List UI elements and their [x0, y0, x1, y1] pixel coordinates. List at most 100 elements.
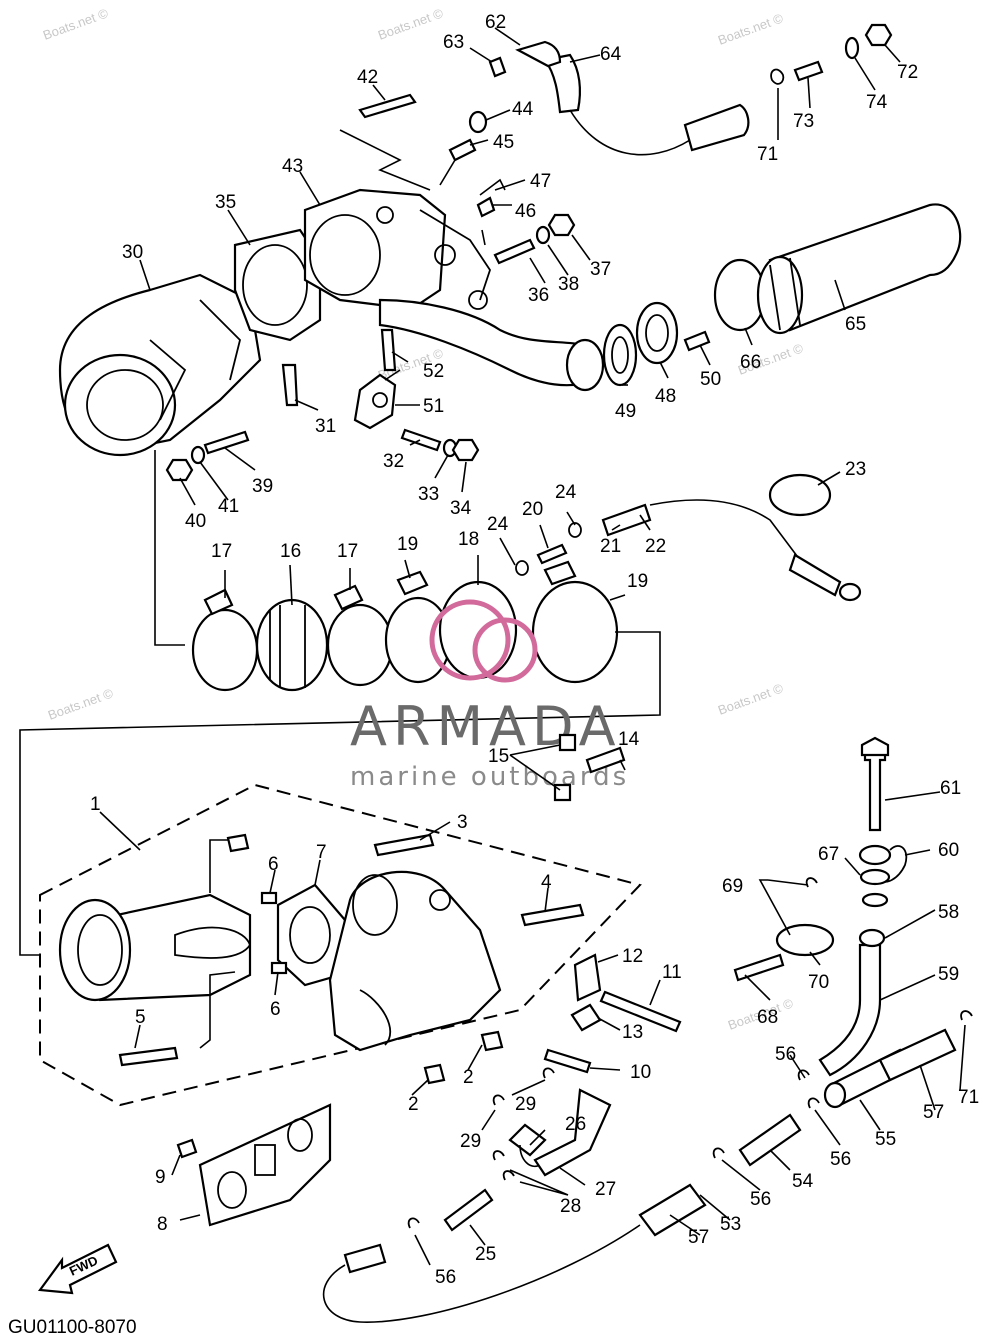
callout-24: 24 — [487, 514, 509, 535]
callout-24: 24 — [555, 482, 577, 503]
fitting-46 — [476, 196, 496, 218]
nut-40 — [165, 458, 194, 482]
fitting-25 — [443, 1188, 494, 1232]
callout-21: 21 — [600, 536, 621, 557]
callout-2: 2 — [408, 1094, 419, 1115]
watermark: Boats.net © — [716, 10, 786, 48]
callout-56: 56 — [830, 1149, 851, 1170]
hose-22-end — [788, 553, 842, 597]
exhaust-manifold-body — [328, 870, 502, 1052]
callout-19: 19 — [627, 571, 648, 592]
watermark: Boats.net © — [716, 680, 786, 718]
callout-5: 5 — [135, 1007, 146, 1028]
clip-29b — [542, 1067, 555, 1079]
leader-lines — [99, 27, 966, 1266]
callout-50: 50 — [700, 369, 721, 390]
callout-74: 74 — [866, 92, 888, 113]
callout-35: 35 — [215, 192, 236, 213]
pipe-59 — [818, 943, 882, 1077]
callout-20: 20 — [522, 499, 543, 520]
stud-36 — [493, 238, 536, 265]
callout-6: 6 — [270, 999, 281, 1020]
bolt-31 — [281, 363, 299, 407]
callout-41: 41 — [218, 496, 239, 517]
diagram-code: GU01100-8070 — [8, 1317, 137, 1338]
callout-16: 16 — [280, 541, 301, 562]
muffler-inlet-30 — [63, 353, 177, 457]
clamp-17b — [326, 603, 394, 687]
washer-41 — [190, 445, 206, 465]
dowel-6b — [270, 961, 288, 975]
bolt-11 — [599, 990, 682, 1033]
clip-56b — [712, 1147, 725, 1159]
fitting-58 — [858, 928, 886, 948]
bolt-4 — [520, 903, 585, 927]
fwd-arrow — [37, 1243, 118, 1295]
joint-60 — [858, 844, 892, 866]
callout-37: 37 — [590, 259, 611, 280]
clamp-70 — [775, 923, 835, 957]
bracket-12 — [573, 953, 602, 1002]
plate-48 — [635, 301, 679, 365]
hose-16 — [255, 598, 329, 692]
callout-54: 54 — [792, 1171, 814, 1192]
callout-11: 11 — [662, 962, 682, 983]
callout-57: 57 — [923, 1102, 944, 1123]
plug-44 — [468, 110, 488, 134]
hose-64 — [543, 53, 581, 114]
dowel-6 — [260, 891, 278, 905]
hose-pipe-64 — [683, 103, 750, 152]
watermark: Boats.net © — [376, 5, 446, 43]
callout-17: 17 — [337, 541, 358, 562]
fitting-20 — [536, 543, 568, 565]
hose-27 — [533, 1088, 612, 1177]
washer-38 — [535, 225, 551, 245]
plug-2 — [423, 1063, 446, 1085]
callout-51: 51 — [423, 396, 444, 417]
callout-60: 60 — [938, 840, 959, 861]
callout-56: 56 — [775, 1044, 796, 1065]
clip-56 — [407, 1217, 420, 1229]
clamp-17 — [191, 608, 259, 692]
nut-72 — [864, 23, 893, 47]
callout-53: 53 — [720, 1214, 741, 1235]
callout-33: 33 — [418, 484, 439, 505]
callout-69: 69 — [722, 876, 743, 897]
callout-39: 39 — [252, 476, 273, 497]
bolt-52 — [380, 328, 397, 372]
gasket-49 — [602, 323, 638, 387]
callout-15: 15 — [488, 746, 509, 767]
clip-24 — [568, 522, 582, 538]
callout-3: 3 — [457, 812, 468, 833]
callout-12: 12 — [622, 946, 643, 967]
elbow-62 — [515, 40, 562, 68]
callout-56: 56 — [750, 1189, 771, 1210]
callout-29: 29 — [515, 1094, 536, 1115]
callout-18: 18 — [458, 529, 479, 550]
clip-24b — [515, 560, 529, 576]
callout-64: 64 — [600, 44, 622, 65]
callout-47: 47 — [530, 171, 551, 192]
callout-68: 68 — [757, 1007, 778, 1028]
bolt-42 — [358, 93, 417, 119]
callout-65: 65 — [845, 314, 866, 335]
callout-73: 73 — [793, 111, 814, 132]
fitting-61 — [863, 743, 887, 832]
callout-56: 56 — [435, 1267, 456, 1288]
callout-55: 55 — [875, 1129, 896, 1150]
hose-14 — [585, 746, 626, 774]
nut-37 — [547, 213, 576, 237]
exhaust-chamber-43 — [303, 188, 447, 312]
callout-25: 25 — [475, 1244, 496, 1265]
callout-29: 29 — [460, 1131, 481, 1152]
callout-70: 70 — [808, 972, 829, 993]
callout-72: 72 — [897, 62, 918, 83]
bolt-3 — [373, 833, 435, 857]
clip-71b — [960, 1010, 973, 1021]
callout-43: 43 — [282, 156, 303, 177]
callout-52: 52 — [423, 361, 444, 382]
hose-26 — [508, 1123, 547, 1157]
washer-74 — [844, 36, 860, 60]
